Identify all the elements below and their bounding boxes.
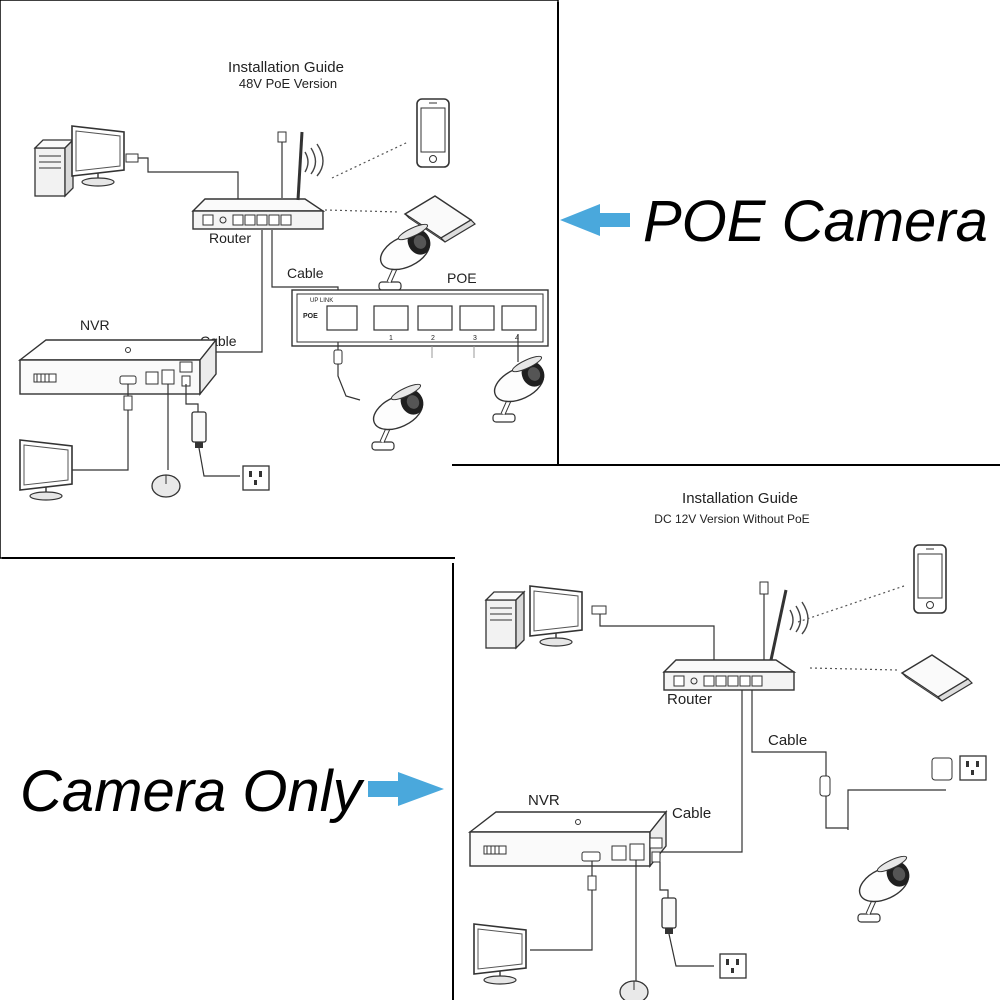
- router-icon: [663, 659, 795, 691]
- poe-switch-label: POE: [447, 270, 477, 286]
- poe-router-label: Router: [209, 230, 251, 246]
- dc-guide-subtitle: DC 12V Version Without PoE: [654, 512, 809, 526]
- poe-panel: Installation Guide 48V PoE Version Route…: [0, 0, 559, 559]
- pc-tower-icon: [34, 139, 74, 197]
- power-outlet-icon: [959, 755, 987, 781]
- pc-tower-icon: [485, 591, 525, 649]
- poe-camera-arrow: [560, 204, 630, 236]
- power-outlet-icon: [242, 465, 270, 491]
- poe-port-3: 3: [473, 335, 477, 342]
- dc-cable-label-1: Cable: [768, 732, 807, 749]
- poe-uplink-label: UP LINK: [310, 298, 333, 304]
- poe-port-1: 1: [389, 335, 393, 342]
- phone-icon: [416, 98, 450, 168]
- poe-port-2: 2: [431, 335, 435, 342]
- poe-port-4: 4: [515, 335, 519, 342]
- mouse-icon: [619, 980, 649, 1000]
- poe-nvr-label: NVR: [80, 317, 110, 333]
- dc-router-label: Router: [667, 691, 712, 708]
- power-outlet-icon: [719, 953, 747, 979]
- power-adapter-icon: [661, 897, 677, 935]
- router-icon: [192, 198, 324, 230]
- phone-icon: [913, 544, 947, 614]
- dc-cable-label-2: Cable: [672, 805, 711, 822]
- poe-brand-label: POE: [303, 313, 318, 320]
- poe-guide-title: Installation Guide: [228, 59, 344, 76]
- dc-guide-title: Installation Guide: [682, 490, 798, 507]
- camera-only-callout: Camera Only: [20, 759, 362, 824]
- dc-panel: Installation Guide DC 12V Version Withou…: [452, 464, 1000, 1000]
- camera-only-arrow: [368, 772, 444, 806]
- poe-switch: [291, 289, 549, 347]
- mouse-icon: [151, 474, 181, 498]
- poe-cable-label-1: Cable: [287, 265, 324, 281]
- dc-nvr-label: NVR: [528, 792, 560, 809]
- poe-guide-subtitle: 48V PoE Version: [239, 76, 337, 91]
- poe-camera-callout: POE Camera: [643, 189, 988, 254]
- power-adapter-icon: [191, 411, 207, 449]
